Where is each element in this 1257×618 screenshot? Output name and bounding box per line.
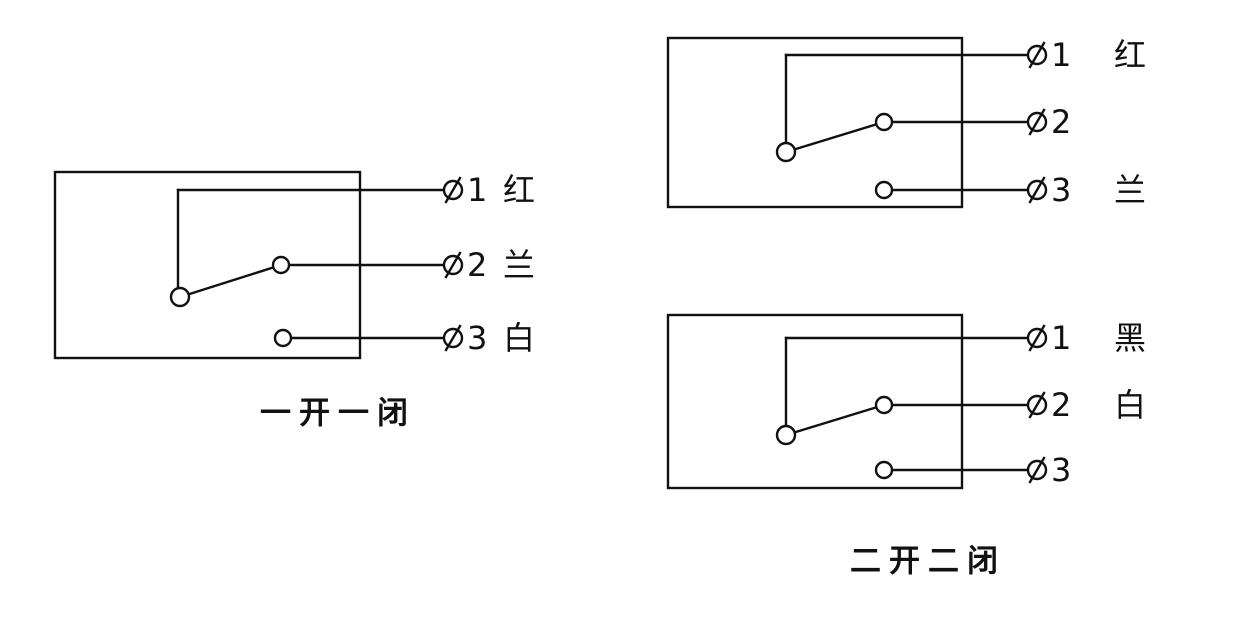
terminal-3-contact [874, 180, 894, 200]
terminal-3-contact [874, 460, 894, 480]
switch-body-outline [666, 313, 964, 490]
switch-diagram-bottom-right: 1 2 3 黑 白 二开二闭 [666, 313, 1146, 579]
diameter-icon [1026, 324, 1048, 352]
common-pole-contact [775, 424, 797, 446]
diameter-icon [442, 251, 464, 279]
diameter-icon [442, 176, 464, 204]
wire-color-label: 红 [503, 172, 535, 208]
terminal-number: 3 [1051, 171, 1071, 209]
terminal-number: 2 [1051, 103, 1071, 141]
diameter-icon [1026, 108, 1048, 136]
diagram-caption: 二开二闭 [850, 544, 1006, 579]
terminal-number: 1 [467, 171, 487, 209]
wire-color-label: 红 [1114, 37, 1146, 73]
diameter-icon [1026, 41, 1048, 69]
diameter-icon [442, 324, 464, 352]
switch-lever [178, 263, 283, 299]
terminal-number: 2 [467, 246, 487, 284]
terminal-number: 3 [1051, 451, 1071, 489]
wire-color-label: 黑 [1114, 320, 1146, 356]
common-pole-contact [775, 141, 797, 163]
terminal-number: 1 [1051, 319, 1071, 357]
terminal-3-contact [273, 328, 293, 348]
terminal-2-contact [271, 255, 291, 275]
switch-lever [784, 120, 886, 154]
switch-diagram-single: 1 2 3 红 兰 白 一开一闭 [53, 170, 535, 431]
terminal-number: 2 [1051, 386, 1071, 424]
common-pole-contact [169, 286, 191, 308]
switch-diagram-top-right: 1 2 3 红 兰 [666, 36, 1146, 209]
diameter-icon [1026, 456, 1048, 484]
diagram-caption: 一开一闭 [260, 396, 416, 431]
wire-color-label: 白 [1114, 387, 1146, 423]
switch-lever [784, 403, 886, 437]
terminal-2-contact [874, 112, 894, 132]
diameter-icon [1026, 391, 1048, 419]
wire-color-label: 兰 [1114, 172, 1146, 208]
wire-color-label: 白 [503, 320, 535, 356]
diameter-icon [1026, 176, 1048, 204]
terminal-number: 1 [1051, 36, 1071, 74]
terminal-number: 3 [467, 319, 487, 357]
wire-color-label: 兰 [503, 247, 535, 283]
terminal-2-contact [874, 395, 894, 415]
